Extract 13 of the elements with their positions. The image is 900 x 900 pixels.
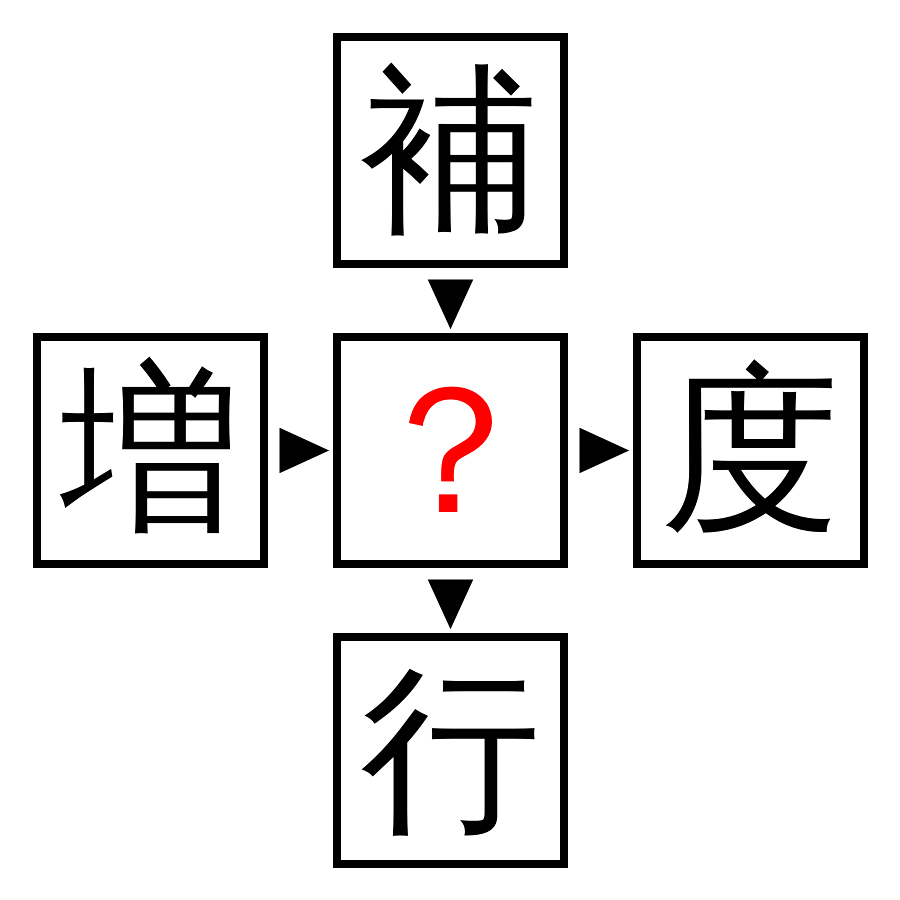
character: 行 bbox=[360, 660, 540, 840]
character: 度 bbox=[660, 360, 840, 540]
arrow bbox=[580, 428, 630, 474]
arrow bbox=[428, 580, 474, 630]
arrow bbox=[428, 280, 474, 330]
character-box bbox=[333, 333, 568, 568]
character-box bbox=[333, 33, 568, 268]
character-box bbox=[33, 333, 268, 568]
character-box bbox=[633, 333, 868, 568]
character-box bbox=[333, 633, 568, 868]
character: ？ bbox=[360, 360, 540, 540]
arrow bbox=[280, 428, 330, 474]
character: 補 bbox=[360, 60, 540, 240]
